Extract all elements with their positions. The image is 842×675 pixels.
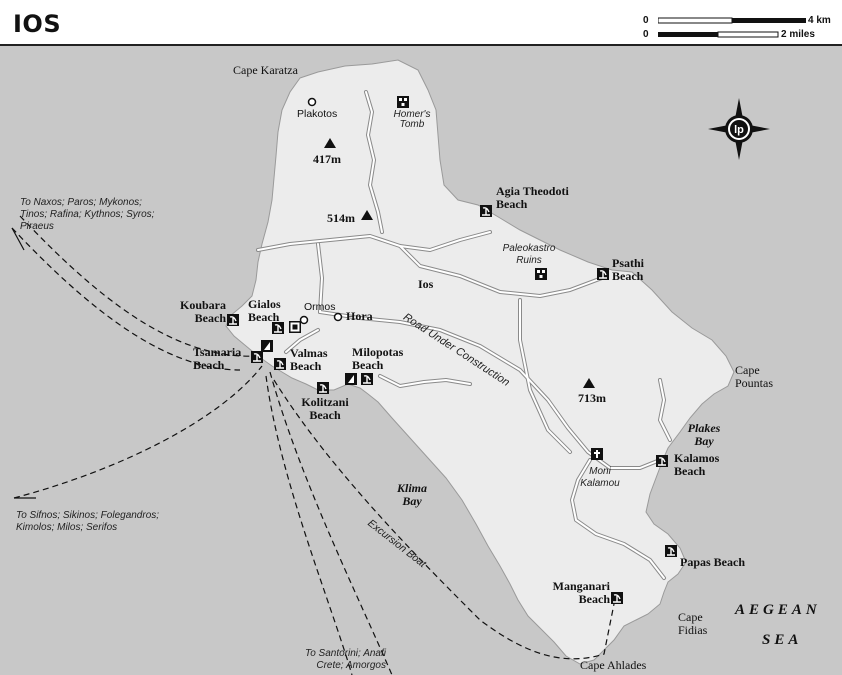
- ferry-routes: [11, 215, 615, 675]
- beach-icon: [656, 455, 668, 467]
- label-kolitzani-beach: Kolitzani Beach: [301, 395, 349, 422]
- beach-icon: [480, 205, 492, 217]
- label-ferry-south: To Santorini; Anafi Crete; Amorgos: [305, 648, 386, 671]
- hora-marker-icon: [333, 312, 343, 322]
- label-homers-tomb: Homer's Tomb: [393, 109, 431, 130]
- beach-icon: [251, 351, 263, 363]
- label-papas-beach: Papas Beach: [680, 555, 746, 569]
- label-manganari-beach: Manganari Beach: [552, 579, 610, 606]
- label-aegean: AEGEAN: [735, 602, 821, 618]
- label-plakotos: Plakotos: [297, 108, 338, 120]
- label-ormos: Ormos: [304, 301, 336, 313]
- label-kalamos-beach: Kalamos Beach: [674, 451, 720, 478]
- svg-text:lp: lp: [734, 124, 744, 136]
- label-ferry-west: To Sifnos; Sikinos; Folegandros; Kimolos…: [16, 510, 160, 533]
- label-cape-pountas: Cape Pountas: [735, 363, 774, 391]
- label-tsamaria-beach: Tsamaria Beach: [193, 345, 242, 372]
- label-gialos-beach: Gialos Beach: [248, 297, 281, 324]
- label-agia-theodoti-beach: Agia Theodoti Beach: [496, 184, 569, 211]
- ferry-arrows: [11, 227, 36, 499]
- beach-icon: [274, 358, 286, 370]
- label-ios: Ios: [418, 277, 434, 291]
- beach-icon: [317, 382, 329, 394]
- scale-bar: [658, 17, 806, 38]
- label-ferry-north: To Naxos; Paros; Mykonos; Tinos; Rafina;…: [20, 197, 155, 232]
- ormos-marker-icon: [299, 315, 309, 325]
- map-canvas: [0, 46, 842, 675]
- beach-icon: [611, 592, 623, 604]
- label-sea: SEA: [762, 632, 803, 648]
- paleokastro-ruins-icon: [535, 268, 547, 280]
- label-koubara-beach: Koubara Beach: [180, 298, 227, 325]
- homers-tomb-ruins-icon: [397, 96, 409, 108]
- beach-icon: [227, 314, 239, 326]
- scale-mi-zero: 0: [643, 29, 649, 40]
- ormos-ruins-icon: [289, 321, 301, 333]
- label-milopotas-beach: Milopotas Beach: [352, 345, 404, 372]
- label-cape-fidias: Cape Fidias: [678, 610, 708, 638]
- label-cape-ahlades: Cape Ahlades: [580, 658, 647, 672]
- peak-514-icon: [361, 210, 373, 220]
- label-plakes-bay: Plakes Bay: [687, 421, 721, 448]
- map-title: IOS: [13, 10, 62, 38]
- monastery-icon: [591, 448, 603, 460]
- scale-km-zero: 0: [643, 15, 649, 26]
- peak-417-icon: [324, 138, 336, 148]
- label-peak-713: 713m: [578, 391, 606, 405]
- island-landmass: [225, 59, 735, 665]
- scale-km-label: 4 km: [808, 15, 831, 26]
- peak-713-icon: [583, 378, 595, 388]
- lonely-planet-compass-icon: lp: [708, 98, 770, 160]
- road-network: [256, 90, 672, 580]
- scale-mi-label: 2 miles: [781, 29, 815, 40]
- label-peak-514: 514m: [327, 211, 355, 225]
- windsurf-icon: [261, 340, 273, 352]
- label-moni-kalamou: Moni Kalamou: [580, 466, 620, 489]
- beach-icon: [597, 268, 609, 280]
- beach-icon: [665, 545, 677, 557]
- beach-icon: [272, 322, 284, 334]
- label-hora: Hora: [346, 309, 373, 323]
- windsurf-icon: [345, 373, 357, 385]
- map-header: IOS 0 0 4 km 2 miles: [0, 0, 842, 46]
- label-klima-bay: Klima Bay: [396, 481, 427, 508]
- beach-icon: [361, 373, 373, 385]
- plakotos-marker-icon: [307, 97, 317, 107]
- label-paleokastro-ruins: Paleokastro Ruins: [502, 243, 556, 266]
- label-valmas-beach: Valmas Beach: [290, 346, 328, 373]
- label-cape-karatza: Cape Karatza: [233, 63, 298, 77]
- label-peak-417: 417m: [313, 152, 341, 166]
- label-psathi-beach: Psathi Beach: [612, 256, 645, 283]
